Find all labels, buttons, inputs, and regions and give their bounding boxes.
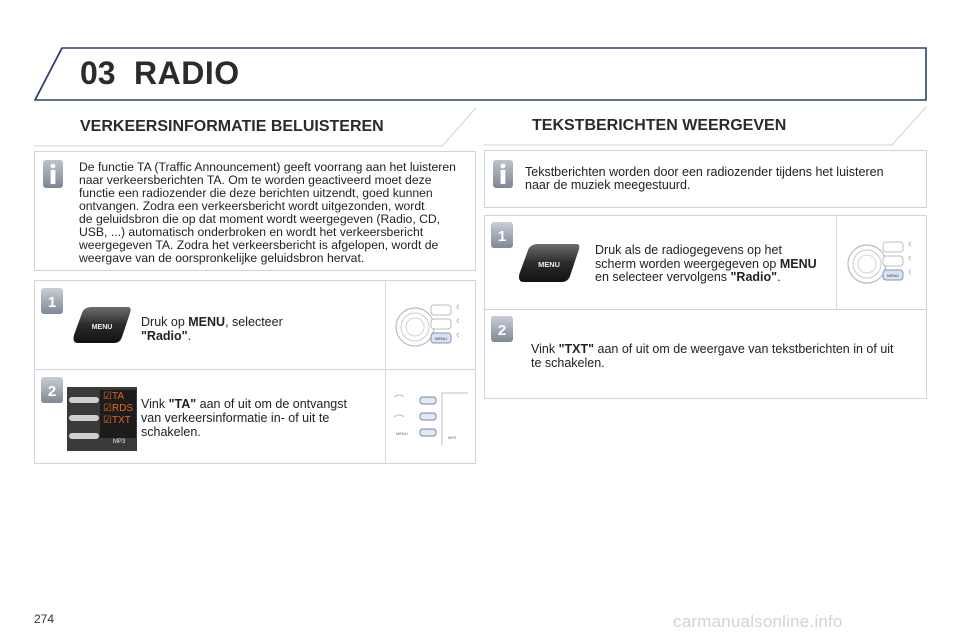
- menu-button[interactable]: MENU: [70, 307, 132, 343]
- left-steps-box: 1 MENU Druk op MENU, selecteer "Radio". …: [34, 280, 476, 464]
- option-txt[interactable]: ☑TXT: [103, 415, 131, 426]
- page-number: 274: [34, 612, 55, 626]
- svg-text:MENU: MENU: [887, 273, 899, 278]
- control-panel-illustration: MENU: [395, 304, 460, 347]
- step-number: 1: [48, 294, 56, 311]
- option-rds[interactable]: ☑RDS: [103, 403, 134, 414]
- left-section-title-frame: [34, 107, 477, 147]
- info-line: Tekstberichten worden door een radiozend…: [525, 165, 884, 179]
- right-section-title-frame: [484, 106, 927, 146]
- radio-keyword: "Radio": [141, 329, 188, 343]
- right-steps-box: 1 MENU Druk als de radiogegevens op het …: [484, 215, 927, 399]
- control-panel-illustration-2: MP3 MENU: [393, 392, 468, 445]
- info-line: naar verkeersberichten TA. Om te worden …: [79, 173, 432, 187]
- step-number: 2: [48, 383, 56, 400]
- ta-keyword: "TA": [168, 397, 197, 411]
- info-icon: [43, 160, 63, 188]
- option-ta[interactable]: ☑TA: [103, 391, 125, 402]
- info-line: weergegeven TA. Zodra het verkeersberich…: [79, 238, 439, 252]
- control-panel-illustration: MENU: [847, 241, 912, 284]
- info-line: De functie TA (Traffic Announcement) gee…: [79, 160, 456, 174]
- info-line: ontvangen. Zodra een verkeersbericht wor…: [79, 199, 425, 213]
- svg-text:MENU: MENU: [396, 431, 408, 436]
- mp3-label: MP3: [113, 439, 126, 445]
- info-line: de geluidsbron die op dat moment wordt w…: [79, 212, 441, 226]
- svg-text:MENU: MENU: [538, 260, 560, 269]
- svg-text:MENU: MENU: [92, 324, 113, 331]
- left-info-box: De functie TA (Traffic Announcement) gee…: [34, 151, 476, 271]
- menu-keyword: MENU: [779, 256, 817, 271]
- step-1-badge: 1: [41, 288, 63, 314]
- menu-keyword: MENU: [188, 315, 226, 329]
- txt-keyword: "TXT": [558, 342, 595, 356]
- svg-text:MP3: MP3: [448, 435, 457, 440]
- step-number: 2: [498, 322, 506, 339]
- menu-button[interactable]: MENU: [513, 244, 583, 282]
- svg-text:MENU: MENU: [435, 336, 447, 341]
- watermark: carmanualsonline.info: [673, 612, 843, 631]
- step-1-badge: 1: [491, 222, 513, 248]
- radio-options-display: ☑TA ☑RDS ☑TXT MP3: [67, 387, 137, 451]
- chapter-header-frame: [34, 47, 927, 101]
- info-line: USB, ...) automatisch onderbroken en wor…: [79, 225, 424, 239]
- chapter-title: RADIO: [134, 55, 240, 91]
- info-line: functie een radiozender die deze bericht…: [79, 186, 433, 200]
- radio-keyword: "Radio": [730, 270, 778, 284]
- step-number: 1: [498, 228, 506, 245]
- right-section-title: TEKSTBERICHTEN WEERGEVEN: [532, 117, 787, 134]
- info-icon: [493, 160, 513, 188]
- left-section-title: VERKEERSINFORMATIE BELUISTEREN: [80, 118, 384, 135]
- step-2-badge: 2: [491, 316, 513, 342]
- right-info-box: Tekstberichten worden door een radiozend…: [484, 150, 927, 208]
- info-line: naar de muziek meegestuurd.: [525, 178, 691, 192]
- chapter-number: 03: [80, 55, 116, 91]
- info-line: weergave van de oorspronkelijke geluidsb…: [79, 251, 365, 265]
- step-2-badge: 2: [41, 377, 63, 403]
